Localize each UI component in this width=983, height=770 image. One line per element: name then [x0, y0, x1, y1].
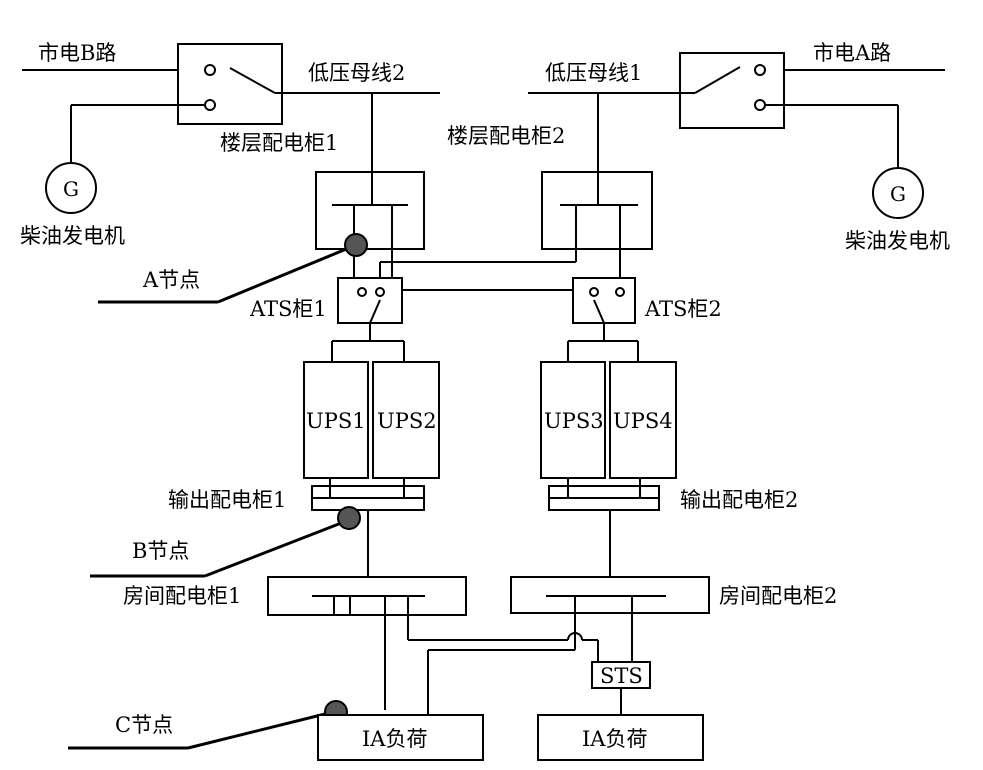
grid-b-source: 市电B路	[22, 41, 205, 71]
room-cabinet-2: 房间配电柜2	[510, 576, 837, 662]
output-cabinet-1-label: 输出配电柜1	[168, 488, 286, 512]
load-left: IA负荷	[317, 714, 484, 761]
cross-wiring-bottom	[408, 632, 599, 715]
bus1-label: 低压母线1	[545, 61, 642, 85]
floor-cabinet-1-label: 楼层配电柜1	[220, 131, 338, 155]
ats-cabinet-1-label: ATS柜1	[249, 297, 327, 321]
ups4: UPS4	[609, 361, 677, 479]
ups2-label: UPS2	[377, 409, 437, 433]
ats-cabinet-1: ATS柜1	[249, 277, 403, 341]
ups3: UPS3	[540, 361, 606, 479]
node-b: B节点	[90, 506, 361, 578]
generator-left-symbol: G	[63, 177, 79, 201]
node-b-label: B节点	[132, 539, 189, 563]
room-cabinet-1: 房间配电柜1	[123, 576, 467, 710]
transfer-switch-right	[528, 52, 898, 129]
node-a: A节点	[98, 233, 368, 304]
floor-cabinet-2-label: 楼层配电柜2	[447, 124, 565, 148]
floor-cabinet-2	[541, 93, 653, 250]
node-c-label: C节点	[115, 713, 173, 737]
output-cabinet-2-label: 输出配电柜2	[680, 488, 798, 512]
generator-right-symbol: G	[890, 182, 906, 206]
grid-b-label: 市电B路	[38, 41, 116, 65]
output-cabinet-1: 输出配电柜1	[168, 478, 425, 577]
room-cabinet-2-label: 房间配电柜2	[719, 584, 837, 608]
sts-label: STS	[600, 664, 643, 688]
node-a-label: A节点	[142, 268, 200, 292]
ups3-label: UPS3	[544, 409, 604, 433]
load-right: IA负荷	[537, 714, 704, 761]
floor-cabinet-1	[315, 93, 425, 250]
load-right-label: IA负荷	[582, 727, 647, 751]
ups4-label: UPS4	[613, 409, 673, 433]
ups1: UPS1	[303, 361, 369, 479]
grid-a-label: 市电A路	[813, 41, 891, 65]
transfer-switch-left	[71, 43, 440, 125]
grid-a-source: 市电A路	[765, 41, 945, 71]
ats-cabinet-2-label: ATS柜2	[644, 297, 722, 321]
ups2: UPS2	[372, 361, 440, 479]
load-left-label: IA负荷	[362, 727, 427, 751]
diesel-generator-left-label: 柴油发电机	[20, 224, 125, 248]
ups-feed-right	[567, 340, 639, 362]
room-cabinet-1-label: 房间配电柜1	[123, 584, 241, 608]
diesel-generator-right-label: 柴油发电机	[845, 229, 950, 253]
ups1-label: UPS1	[306, 409, 366, 433]
ups-feed-left	[331, 340, 405, 362]
generator-left: G 柴油发电机	[20, 105, 125, 248]
output-cabinet-2: 输出配电柜2	[548, 478, 798, 577]
generator-right: G 柴油发电机	[845, 105, 950, 253]
ats-cabinet-2: ATS柜2	[572, 277, 722, 341]
sts: STS	[591, 661, 651, 715]
node-c: C节点	[68, 700, 348, 750]
bus2-label: 低压母线2	[308, 61, 405, 85]
